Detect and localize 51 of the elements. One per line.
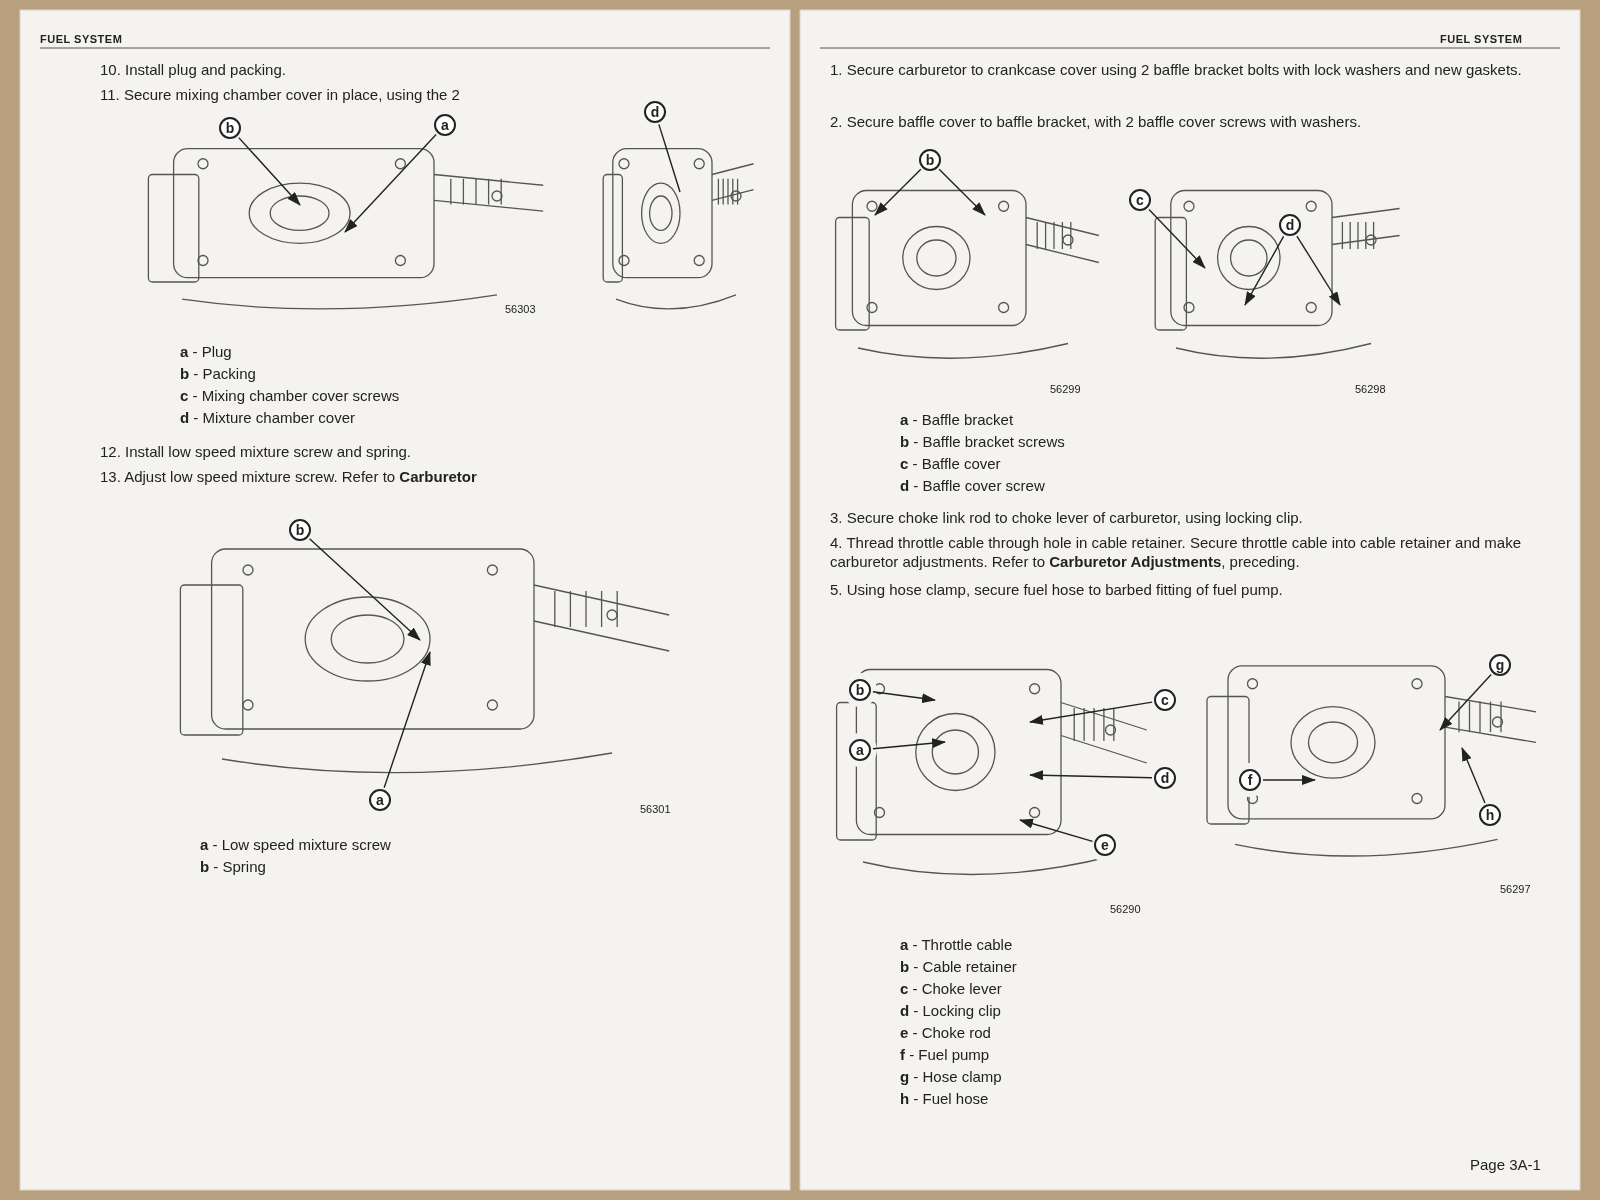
manual-text: 13. Adjust low speed mixture screw. Refer to Carburetor	[100, 467, 477, 486]
leader-arrow	[308, 538, 421, 641]
manual-text: 5. Using hose clamp, secure fuel hose to barbed fitting of fuel pump.	[830, 580, 1283, 599]
manual-text: d - Baffle cover screw	[900, 476, 1045, 495]
manual-text: b - Baffle bracket screws	[900, 432, 1065, 451]
manual-text: c - Baffle cover	[900, 454, 1001, 473]
leader-arrow	[1029, 701, 1153, 725]
manual-text: c - Mixing chamber cover screws	[180, 386, 400, 405]
manual-text: f - Fuel pump	[900, 1045, 990, 1064]
manual-text: d - Mixture chamber cover	[180, 408, 356, 427]
manual-text: 10. Install plug and packing.	[100, 60, 286, 79]
manual-text: h - Fuel hose	[900, 1089, 989, 1108]
leader-arrow	[1296, 235, 1341, 306]
figure-number: 56298	[1355, 382, 1386, 397]
running-header: FUEL SYSTEM	[40, 32, 123, 47]
manual-text: a - Throttle cable	[900, 935, 1013, 954]
leader-arrow	[872, 691, 936, 704]
figure-number: 56297	[1500, 882, 1531, 897]
leader-arrow	[1461, 747, 1486, 804]
manual-text: b - Cable retainer	[900, 957, 1017, 976]
figure-number: 56290	[1110, 902, 1141, 917]
manual-text: b - Spring	[200, 857, 266, 876]
manual-text: a - Baffle bracket	[900, 410, 1014, 429]
manual-text: d - Locking clip	[900, 1001, 1001, 1020]
running-header: FUEL SYSTEM	[1440, 32, 1523, 47]
leader-arrow	[1019, 818, 1094, 843]
leader-arrow	[1262, 775, 1316, 785]
leader-arrow	[872, 738, 946, 750]
manual-text: 12. Install low speed mixture screw and spring.	[100, 442, 411, 461]
figure-number: 56301	[640, 802, 671, 817]
manual-text: 1. Secure carburetor to crankcase cover using 2 baffle bracket bolts with lock washers and new gaskets.	[830, 60, 1522, 79]
leader-arrow	[938, 168, 986, 216]
figure-number: 56299	[1050, 382, 1081, 397]
leader-arrow	[874, 168, 922, 216]
manual-text: Page 3A-1	[1470, 1155, 1541, 1174]
manual-text: 2. Secure baffle cover to baffle bracket, with 2 baffle cover screws with washers.	[830, 112, 1362, 131]
manual-text: 4. Thread throttle cable through hole in cable retainer. Secure throttle cable into cable retainer and make carburetor adjustments. Refer to Carburetor Adjustments, preceding.	[830, 533, 1522, 571]
manual-text: b - Packing	[180, 364, 256, 383]
manual-text: a - Low speed mixture screw	[200, 835, 391, 854]
leader-arrow	[383, 651, 431, 789]
manual-text: c - Choke lever	[900, 979, 1002, 998]
figure-number: 56303	[505, 302, 536, 317]
leader-arrow	[1029, 770, 1153, 781]
manual-text: 3. Secure choke link rod to choke lever of carburetor, using locking clip.	[830, 508, 1303, 527]
manual-text: a - Plug	[180, 342, 232, 361]
manual-text: e - Choke rod	[900, 1023, 991, 1042]
manual-text: g - Hose clamp	[900, 1067, 1002, 1086]
manual-text: 11. Secure mixing chamber cover in place, using the 2	[100, 85, 460, 104]
leader-arrow	[1439, 673, 1492, 731]
leader-arrow	[1244, 235, 1285, 306]
leader-arrow	[238, 136, 301, 206]
